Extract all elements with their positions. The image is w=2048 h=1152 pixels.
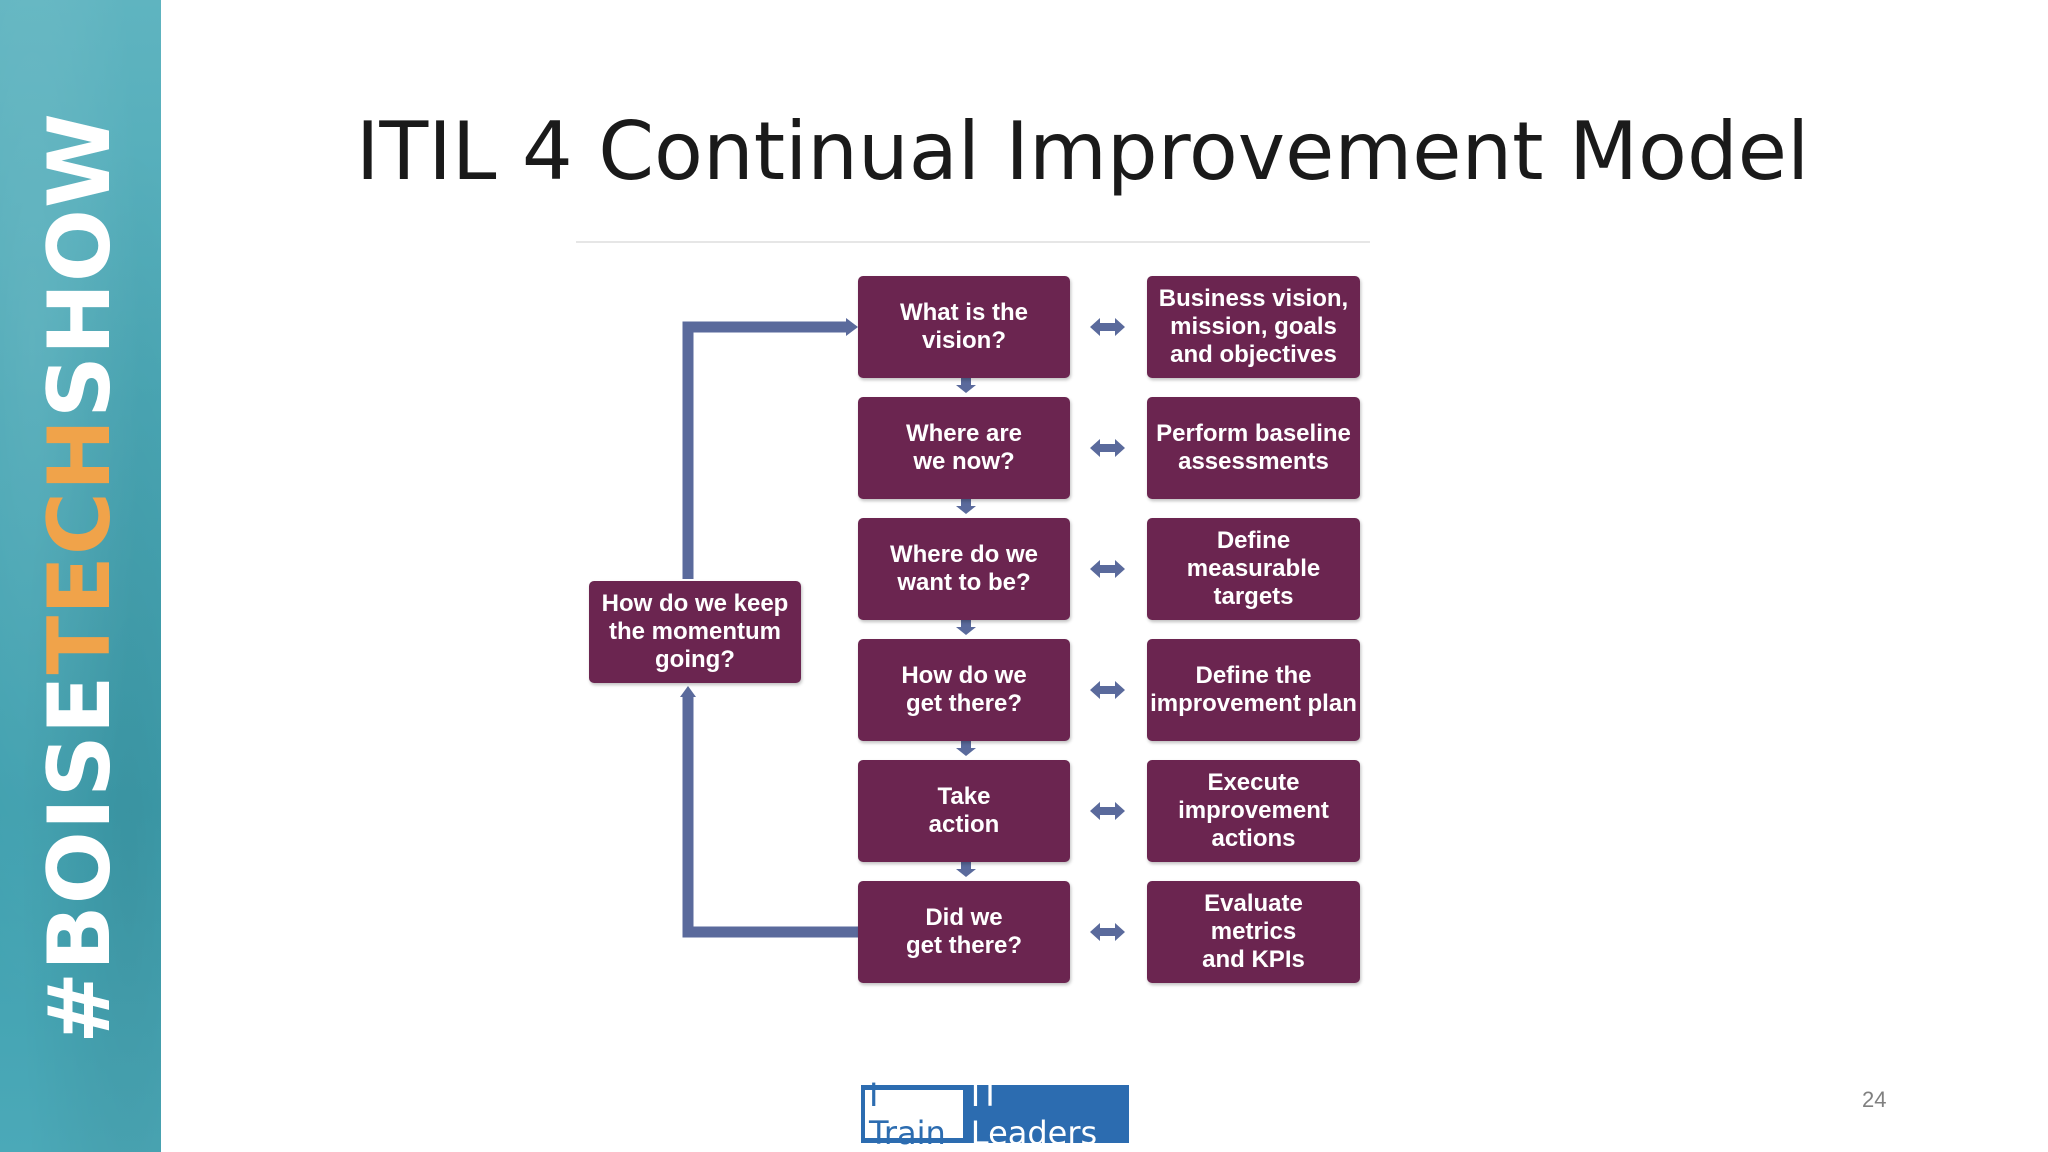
answer-text: Perform baseline assessments [1156,419,1351,475]
momentum-box: How do we keep the momentum going? [589,581,801,683]
down-arrow-icon [956,862,976,877]
right-arrow-icon [846,318,858,336]
question-text: What is the vision? [899,298,1028,354]
question-box-4: How do we get there? [858,639,1070,741]
answer-text: Define the improvement plan [1150,661,1357,717]
diagram-connectors [576,241,1370,941]
answer-text: Evaluate metrics and KPIs [1202,889,1305,974]
answer-box-6: Evaluate metrics and KPIs [1147,881,1360,983]
question-text: Where are we now? [905,419,1023,475]
answer-box-1: Business vision, mission, goals and obje… [1147,276,1360,378]
double-arrow-icon [1090,560,1125,578]
feedback-line-top [682,321,848,579]
double-arrow-icon [1090,802,1125,820]
double-arrow-icon [1090,318,1125,336]
double-arrow-icon [1090,439,1125,457]
down-arrow-icon [956,499,976,514]
down-arrow-icon [956,378,976,393]
question-text: Take action [928,782,1000,838]
answer-box-4: Define the improvement plan [1147,639,1360,741]
question-text: How do we get there? [901,661,1027,717]
slide-title: ITIL 4 Continual Improvement Model [355,105,1810,198]
question-box-5: Take action [858,760,1070,862]
logo-text-it-leaders: IT Leaders [970,1076,1098,1152]
double-arrow-icon [1090,681,1125,699]
hashtag-part-tech: TECH [30,417,130,675]
question-text: Where do we want to be? [889,540,1039,596]
slide-number: 24 [1862,1087,1887,1112]
feedback-line-bottom [682,697,858,938]
double-arrow-icon [1090,923,1125,941]
question-text: Did we get there? [905,903,1022,959]
answer-text: Execute improvement actions [1178,768,1329,853]
logo-text-i-train: I Train [865,1076,963,1152]
answer-box-2: Perform baseline assessments [1147,397,1360,499]
question-box-2: Where are we now? [858,397,1070,499]
i-train-it-leaders-logo: I Train IT Leaders [861,1076,1129,1152]
answer-box-3: Define measurable targets [1147,518,1360,620]
down-arrow-icon [956,741,976,756]
sidebar-banner: #BOISETECHSHOW [0,0,161,1152]
hashtag-banner: #BOISETECHSHOW [30,112,130,1044]
continual-improvement-diagram: What is the vision? Where are we now? Wher… [560,234,1380,1012]
question-box-3: Where do we want to be? [858,518,1070,620]
down-arrow-icon [956,620,976,635]
hashtag-part-show: SHOW [30,112,130,418]
question-box-1: What is the vision? [858,276,1070,378]
up-arrow-icon [680,686,696,697]
answer-text: Define measurable targets [1186,526,1321,611]
question-box-6: Did we get there? [858,881,1070,983]
answer-box-5: Execute improvement actions [1147,760,1360,862]
hashtag-part-boise: #BOISE [30,674,130,1044]
answer-text: Business vision, mission, goals and obje… [1158,284,1349,369]
